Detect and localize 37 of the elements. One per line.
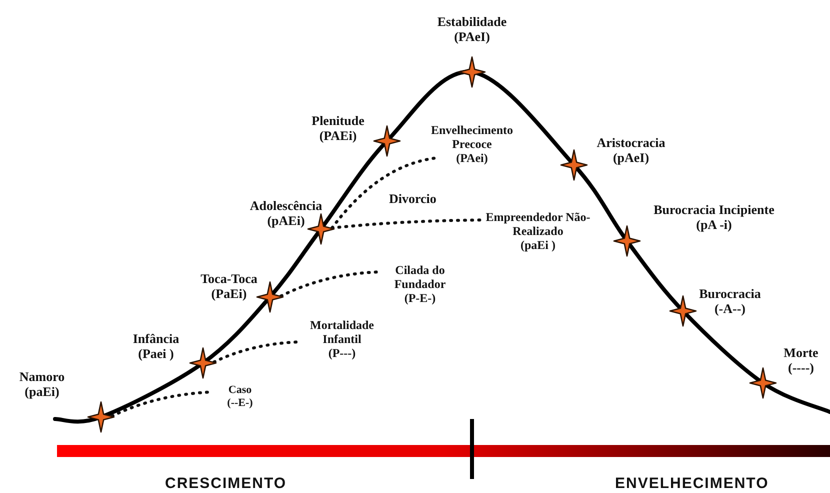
stage-name: Namoro [19,370,65,385]
dotted-line [330,218,482,230]
trap-code: (PAei) [456,152,488,166]
stage-code: (paEi) [24,384,60,400]
dotted-line [280,270,378,298]
dotted-line [212,340,298,364]
trap-name: Cilada do Fundador [393,264,447,292]
stage-name: Burocracia Incipiente [654,203,774,218]
stage-code: (pAEi) [267,214,305,229]
trap-code: (--E-) [227,396,253,410]
stage-code: (-A--) [714,302,746,317]
stage-code: (PAeI) [454,30,490,45]
trap-name: Empreendedor Não-Realizado [484,211,592,239]
trap-code: (P-E-) [404,292,436,306]
trap-name: Mortalidade Infantil [309,319,375,347]
trap-name: Caso [228,384,252,397]
stage-code: (PaEi) [211,286,247,302]
stage-name: Adolescência [250,199,322,214]
stage-name: Burocracia [699,287,761,302]
dotted-line [330,156,438,230]
stage-name: Aristocracia [596,136,666,151]
stage-code: (PAEi) [319,128,357,144]
stage-name: Toca-Toca [200,272,258,287]
trap-code: (P---) [328,346,356,360]
phase-label: ENVELHECIMENTO [615,475,769,492]
trap-name: Envelhecimento Precoce [430,124,514,152]
stage-code: (Paei ) [138,346,174,362]
stage-code: (pAeI) [612,150,650,166]
trap-name: Divorcio [389,191,436,207]
stage-code: (pA -i) [696,218,732,233]
trap-code: (paEi ) [520,238,556,252]
stage-name: Estabilidade [437,15,507,30]
stage-name: Morte [784,346,818,361]
stage-code: (----) [788,360,814,376]
stage-name: Infância [132,332,180,347]
stage-name: Plenitude [312,114,364,129]
phase-label: CRESCIMENTO [165,475,287,492]
